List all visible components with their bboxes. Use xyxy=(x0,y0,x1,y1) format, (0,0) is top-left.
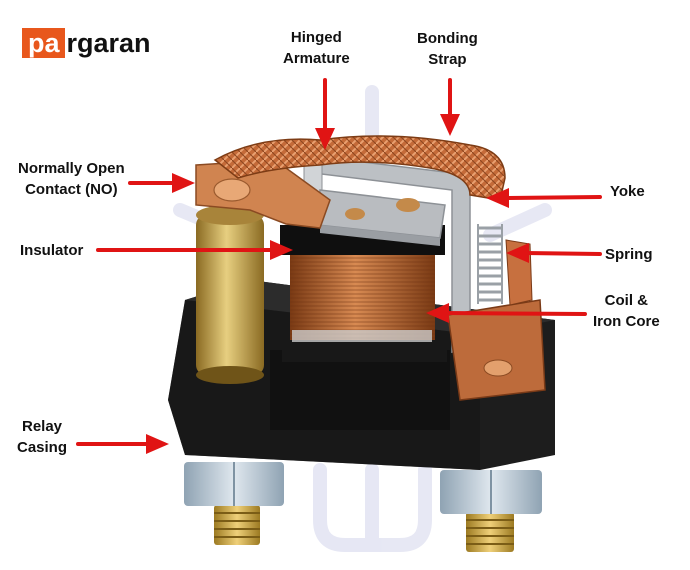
label-insulator: Insulator xyxy=(20,242,84,259)
callout-arrows xyxy=(76,78,602,454)
pargaran-logo: pa rgaran xyxy=(22,28,151,58)
label-bonding-strap: Bonding Strap xyxy=(417,30,478,68)
armature-plate xyxy=(317,189,446,246)
bonding-strap-braid xyxy=(213,135,506,201)
side-terminal xyxy=(447,239,546,401)
label-spring: Spring xyxy=(605,246,653,263)
spring xyxy=(477,224,503,304)
brass-contact-post xyxy=(196,205,264,384)
label-normally-open-contact: Normally Open Contact (NO) xyxy=(18,160,125,198)
logo-highlight: pa xyxy=(22,28,65,58)
terminal-left xyxy=(184,462,284,545)
label-yoke: Yoke xyxy=(610,183,645,200)
logo-text: rgaran xyxy=(66,28,151,58)
terminal-right xyxy=(440,470,542,552)
arrow-coil xyxy=(443,311,587,316)
coil xyxy=(280,225,447,362)
arrow-spring xyxy=(523,251,602,256)
label-coil-iron-core: Coil & Iron Core xyxy=(593,292,660,330)
label-relay-casing: Relay Casing xyxy=(17,418,68,456)
label-hinged-armature: Hinged Armature xyxy=(283,29,350,67)
arrow-yoke xyxy=(503,195,602,200)
